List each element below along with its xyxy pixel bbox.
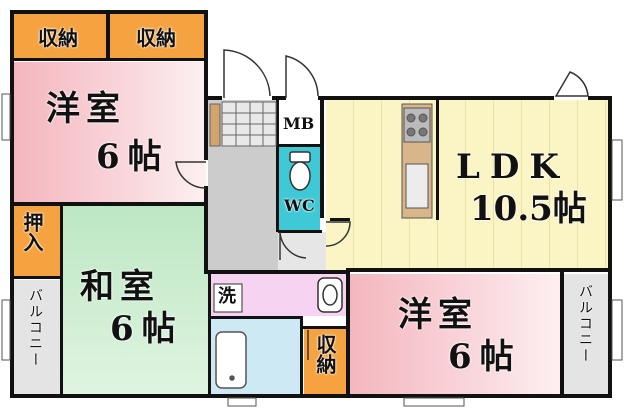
balcony-door-ldk	[554, 71, 589, 97]
balcony-right-label: バルコニー	[577, 284, 593, 364]
wall	[560, 272, 564, 396]
mb-label: MB	[283, 114, 315, 133]
entry-corridor	[278, 232, 326, 272]
western-room-nw-size: 6帖	[96, 137, 170, 177]
wall	[10, 394, 612, 398]
balcony-left	[14, 280, 62, 394]
mb	[278, 100, 320, 144]
wall	[14, 58, 206, 61]
washbasin-icon	[317, 277, 343, 313]
room-doors	[175, 161, 351, 360]
wall	[204, 186, 208, 274]
wall	[276, 100, 279, 232]
wall	[278, 230, 322, 233]
wall	[272, 96, 286, 100]
wall	[346, 270, 350, 396]
western-room-se-name: 洋室	[398, 295, 478, 335]
entrance-doors	[223, 49, 319, 98]
wc-label: WC	[284, 196, 315, 215]
storage-top-right-label: 収納	[136, 26, 176, 50]
japanese-room-name: 和室	[80, 267, 160, 307]
closet	[14, 206, 62, 276]
ldk-size: 10.5帖	[470, 189, 587, 229]
bathtub-icon	[215, 331, 247, 389]
wall	[608, 96, 612, 398]
washer-space	[213, 283, 243, 313]
japanese-room-size: 6帖	[110, 309, 184, 349]
storage-top-left-label: 収納	[38, 26, 78, 50]
wall	[330, 218, 350, 221]
wall	[278, 144, 322, 147]
western-room-nw-name: 洋室	[46, 89, 126, 129]
storage-top-left	[14, 14, 106, 60]
balcony-right	[564, 274, 610, 394]
wall	[204, 10, 208, 160]
wall	[208, 270, 211, 396]
toilet-icon	[289, 151, 311, 191]
wall	[14, 276, 62, 279]
ldk	[326, 100, 610, 270]
wall	[436, 100, 439, 220]
western-room-se-size: 6帖	[448, 337, 522, 377]
kitchen-counter	[401, 103, 433, 219]
wall	[208, 270, 348, 274]
wall	[10, 10, 208, 14]
wall	[60, 206, 63, 396]
shoe-rack	[221, 101, 277, 147]
wall	[588, 96, 612, 100]
closet-label: 押入	[20, 212, 44, 252]
ldk-name: LDK	[456, 147, 569, 187]
wall	[14, 202, 208, 206]
storage-bottom	[304, 328, 346, 394]
wall	[10, 10, 14, 398]
wall	[106, 14, 110, 60]
western-room-nw	[14, 62, 206, 202]
wash-label: 洗	[218, 286, 236, 307]
wall	[302, 326, 348, 329]
wall	[208, 96, 222, 100]
windows	[1, 93, 623, 407]
wall	[300, 316, 303, 396]
wall	[346, 268, 612, 272]
storage-top-right	[110, 14, 206, 60]
balcony-left-label: バルコニー	[27, 288, 43, 368]
storage-bottom-label: 収納	[313, 334, 337, 374]
shoe-cabinet	[209, 103, 221, 147]
wall	[208, 316, 302, 319]
japanese-room	[62, 206, 208, 394]
wall	[318, 96, 554, 100]
western-room-se	[348, 274, 562, 394]
wall	[320, 100, 324, 218]
